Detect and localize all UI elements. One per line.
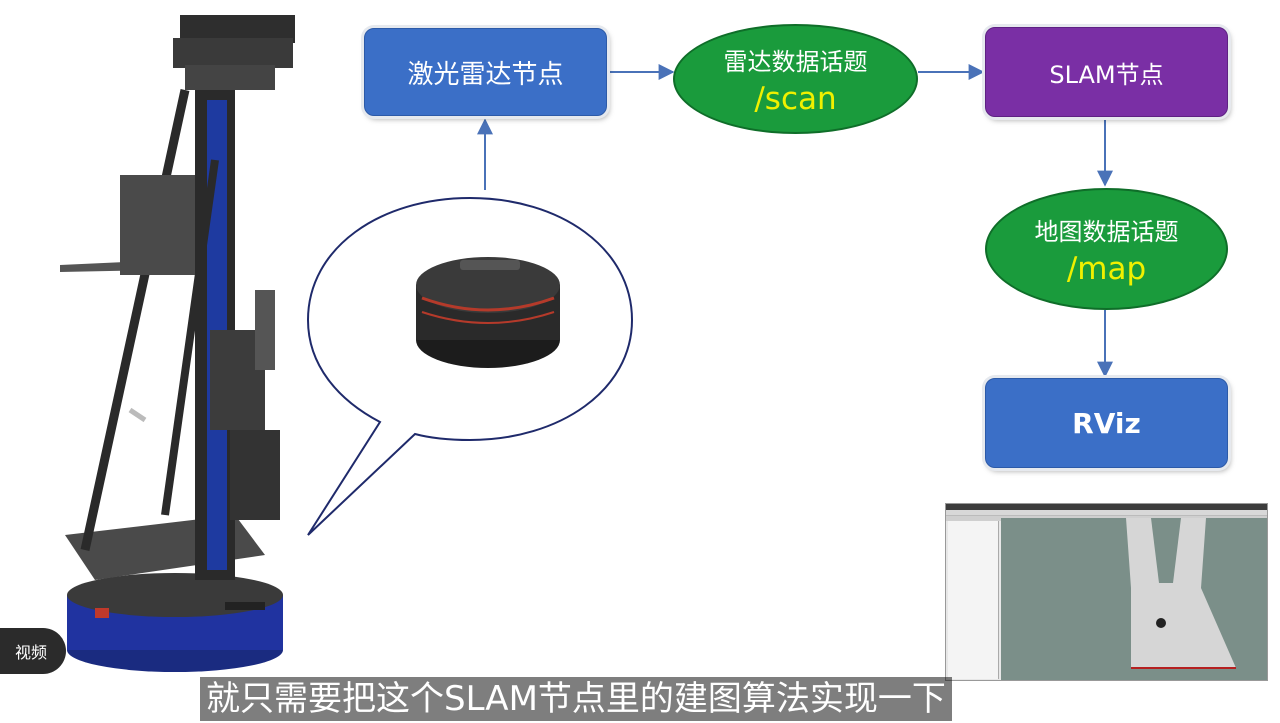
- lidar-speech-bubble: [306, 196, 634, 536]
- rviz-node: RViz: [985, 378, 1228, 468]
- map-topic-name: /map: [1066, 250, 1147, 287]
- scan-topic: 雷达数据话题 /scan: [673, 24, 918, 134]
- lidar-node-label: 激光雷达节点: [407, 59, 564, 90]
- rviz-map-view: [1001, 518, 1267, 680]
- slam-node-label: SLAM节点: [1049, 60, 1164, 89]
- rviz-displays-panel: [948, 521, 999, 679]
- rviz-node-label: RViz: [1072, 406, 1141, 440]
- map-topic-label: 地图数据话题: [1034, 217, 1179, 246]
- scan-topic-name: /scan: [754, 80, 837, 117]
- robot-illustration: [60, 15, 295, 672]
- rviz-screenshot: [945, 503, 1268, 681]
- video-badge[interactable]: 视频: [0, 628, 66, 674]
- map-topic: 地图数据话题 /map: [985, 188, 1228, 310]
- video-badge-label: 视频: [14, 643, 47, 662]
- slam-node: SLAM节点: [985, 27, 1228, 117]
- rviz-map-drawing: [1126, 518, 1236, 669]
- lidar-device-icon: [416, 257, 560, 368]
- video-subtitle: 就只需要把这个SLAM节点里的建图算法实现一下: [200, 677, 952, 721]
- scan-topic-label: 雷达数据话题: [723, 47, 868, 76]
- lidar-node: 激光雷达节点: [364, 28, 607, 116]
